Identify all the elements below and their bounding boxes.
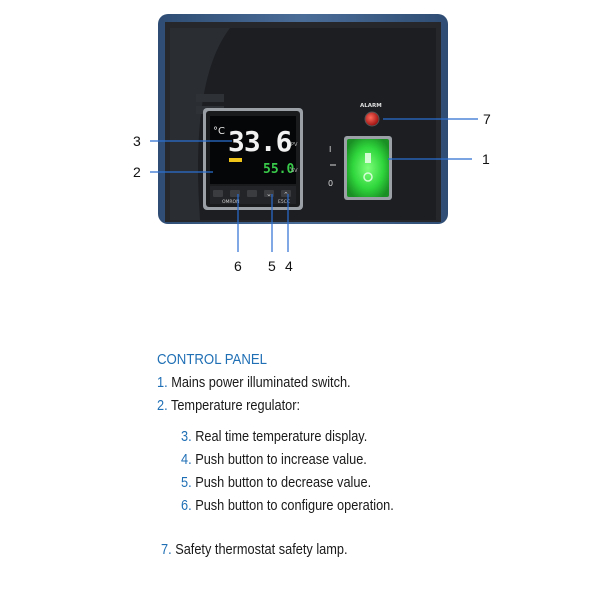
legend-item-number: 2. [157,398,168,414]
callout-7: 7 [483,111,491,127]
legend-item: 6. Push button to configure operation. [181,498,394,514]
legend-item: 5. Push button to decrease value. [181,475,371,491]
alarm-lamp: ALARM [360,103,382,127]
legend-item-number: 1. [157,375,168,391]
shift-button[interactable] [247,190,257,197]
sv-label: SV [291,168,298,174]
pv-value: 33.6 [228,125,292,158]
mains-switch[interactable]: I 0 [328,136,392,200]
legend-item-number: 6. [181,498,192,514]
switch-off-label: 0 [328,179,333,188]
lcd-display [210,116,296,184]
legend-item-text: Push button to decrease value. [191,475,372,491]
legend-item-text: Real time temperature display. [191,429,368,445]
legend-item: 1. Mains power illuminated switch. [157,375,351,391]
legend-item: 4. Push button to increase value. [181,452,367,468]
legend-item-number: 5. [181,475,192,491]
chevron-up-icon: ⌃ [283,191,289,199]
switch-on-label: I [329,145,331,154]
legend-heading: CONTROL PANEL [157,351,268,368]
legend-item-text: Safety thermostat safety lamp. [171,542,348,558]
callout-5: 5 [268,258,276,274]
alarm-label: ALARM [360,103,382,109]
temperature-regulator: °C 33.6 PV 55.0 SV ⌄ ⌃ OMRON E5CC [203,108,303,210]
callout-3: 3 [133,133,141,149]
status-indicator [229,158,242,162]
control-panel-figure: °C 33.6 PV 55.0 SV ⌄ ⌃ OMRON E5CC ALARM … [133,14,491,274]
legend-item-number: 7. [161,542,172,558]
callout-lines [150,118,478,252]
legend-item: 2. Temperature regulator: [157,398,300,414]
legend-item-number: 4. [181,452,192,468]
brand-label: OMRON [222,199,239,205]
callout-1: 1 [482,151,490,167]
legend-item: 7. Safety thermostat safety lamp. [161,542,348,558]
model-label: E5CC [278,199,290,205]
callout-4: 4 [285,258,293,274]
legend-item-text: Push button to configure operation. [191,498,394,514]
pv-label: PV [291,142,298,148]
chevron-down-icon: ⌄ [266,190,272,198]
legend-item-text: Temperature regulator: [167,398,301,414]
callout-2: 2 [133,164,141,180]
legend-item-number: 3. [181,429,192,445]
sv-value: 55.0 [263,162,294,177]
level-button[interactable] [213,190,223,197]
legend-item-text: Mains power illuminated switch. [167,375,351,391]
callout-6: 6 [234,258,242,274]
legend-item: 3. Real time temperature display. [181,429,367,445]
unit-label: °C [213,126,225,137]
legend-item-text: Push button to increase value. [191,452,367,468]
